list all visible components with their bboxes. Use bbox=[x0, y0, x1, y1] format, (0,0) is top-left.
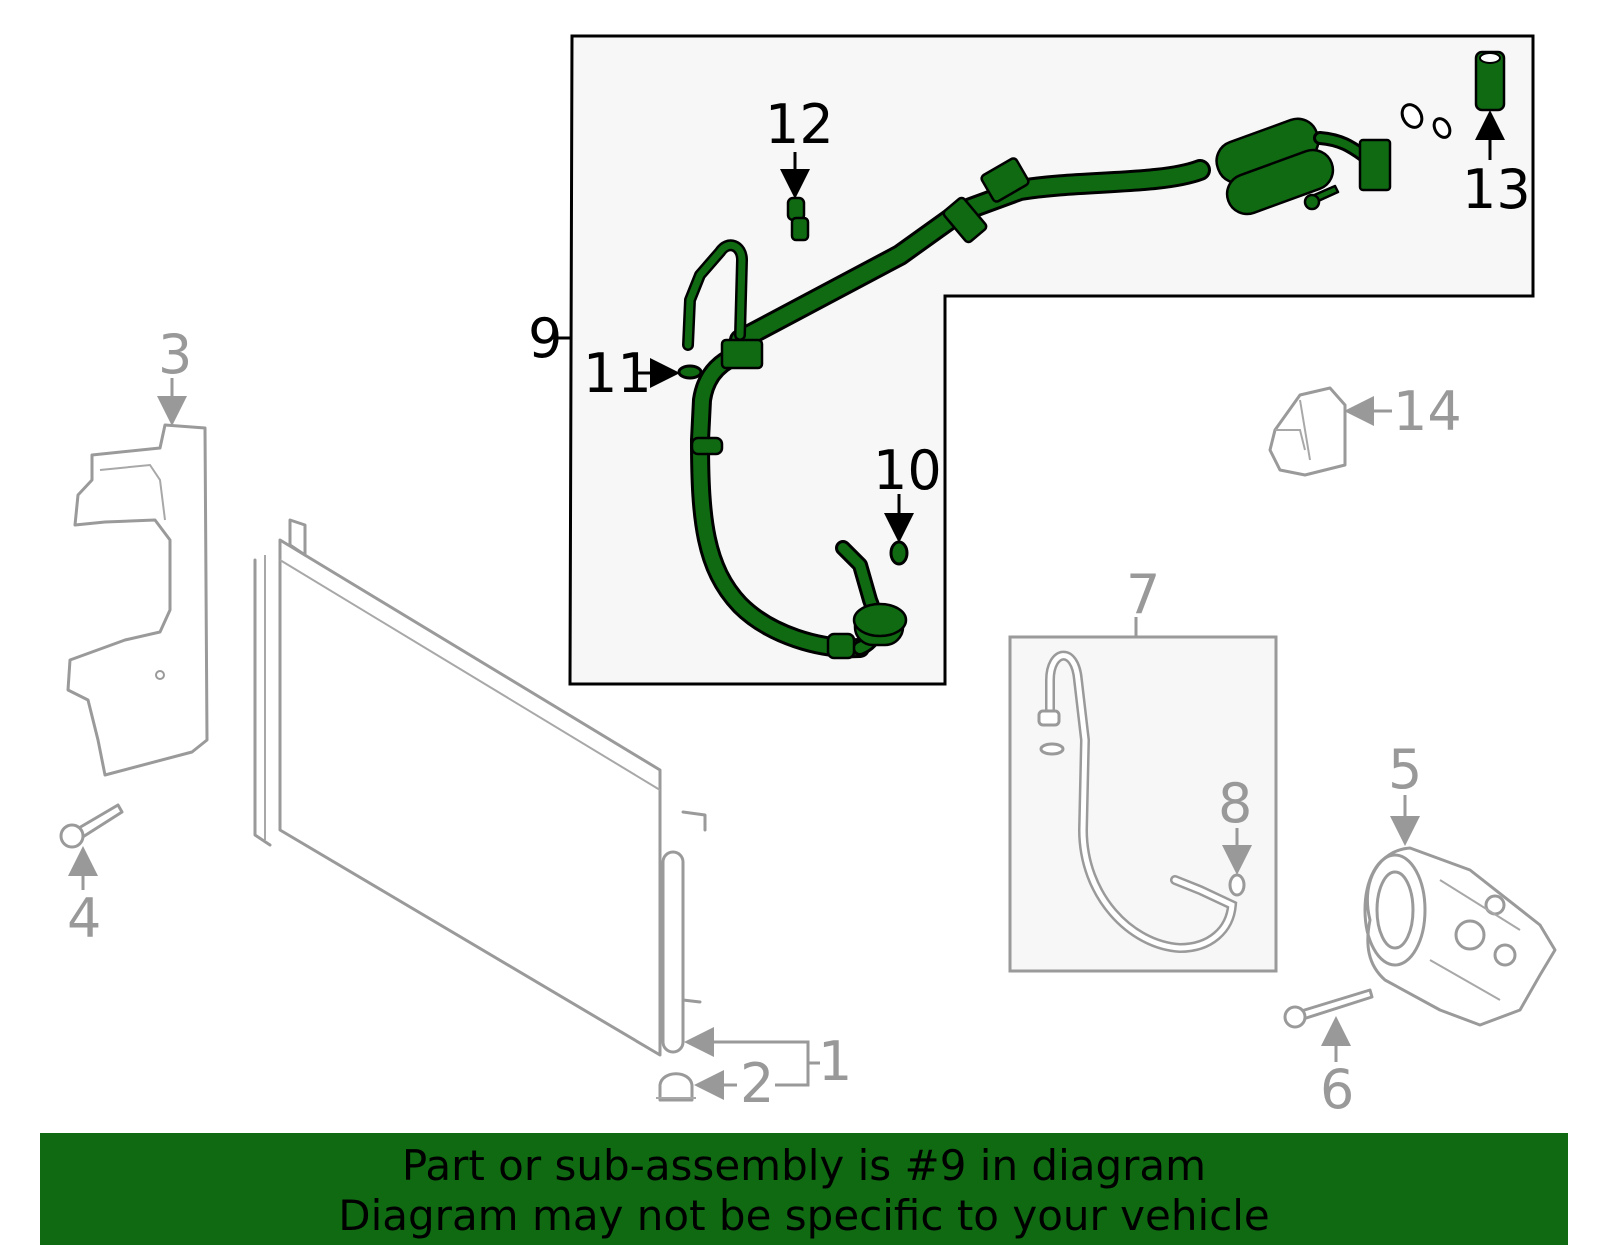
ac-hose-assembly[interactable] bbox=[682, 113, 1392, 660]
callout-12: 12 bbox=[765, 93, 834, 156]
part-4-bolt[interactable] bbox=[59, 803, 124, 849]
banner-line-2: Diagram may not be specific to your vehi… bbox=[338, 1191, 1270, 1240]
callout-8: 8 bbox=[1218, 772, 1252, 835]
part-14-bracket[interactable] bbox=[1268, 386, 1347, 477]
part-12-valve[interactable] bbox=[786, 196, 810, 242]
callout-5: 5 bbox=[1388, 738, 1422, 801]
callout-2: 2 bbox=[740, 1052, 774, 1115]
callout-10: 10 bbox=[873, 439, 942, 502]
callout-13: 13 bbox=[1462, 158, 1531, 221]
part-10-o-ring[interactable] bbox=[889, 540, 909, 566]
callout-3: 3 bbox=[158, 323, 192, 386]
leader-1 bbox=[700, 1040, 820, 1087]
part-3-air-guide[interactable] bbox=[66, 423, 209, 777]
part-5-compressor[interactable] bbox=[1363, 846, 1557, 1027]
part-7-hose[interactable] bbox=[1037, 650, 1238, 954]
callout-9: 9 bbox=[528, 307, 562, 370]
part-8-o-ring[interactable] bbox=[1228, 873, 1246, 897]
part-1-condenser[interactable] bbox=[253, 518, 707, 1057]
callout-11: 11 bbox=[583, 342, 652, 405]
part-13-valve-core[interactable] bbox=[1398, 50, 1506, 140]
notice-banner: Part or sub-assembly is #9 in diagram Di… bbox=[40, 1133, 1568, 1245]
callout-14: 14 bbox=[1393, 380, 1462, 443]
callout-6: 6 bbox=[1320, 1058, 1354, 1121]
callout-1: 1 bbox=[818, 1030, 852, 1093]
banner-line-1: Part or sub-assembly is #9 in diagram bbox=[401, 1141, 1207, 1190]
part-2-bushing[interactable] bbox=[656, 1072, 696, 1102]
part-11-o-ring[interactable] bbox=[677, 364, 703, 380]
part-6-bolt[interactable] bbox=[1283, 988, 1374, 1029]
callout-4: 4 bbox=[67, 887, 101, 950]
callout-7: 7 bbox=[1126, 563, 1160, 626]
